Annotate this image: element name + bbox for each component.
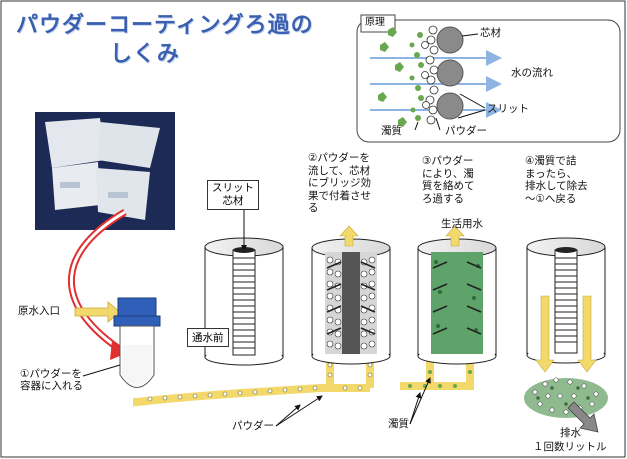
principle-impurity-label: 濁質 <box>381 125 402 137</box>
slit-core-box: スリット 芯材 <box>207 180 259 211</box>
slit-label: スリット <box>212 182 254 194</box>
powder-bags-photo <box>35 112 175 230</box>
principle-label-box <box>360 14 396 33</box>
cylinder-coated <box>311 238 391 365</box>
powder-flow-path <box>133 360 334 407</box>
cylinder-filtering <box>417 238 497 365</box>
title-line-2: しくみ <box>110 42 180 67</box>
title-line-1: パウダーコーティングろ過の <box>16 13 314 38</box>
drain-arrow <box>567 401 599 433</box>
impurity-bottom-label: 濁質 <box>388 418 409 430</box>
principle-core-label: 芯材 <box>480 27 501 39</box>
principle-slit-label: スリット <box>487 103 529 115</box>
principle-label: 原理 <box>365 17 385 28</box>
raw-water-inlet-label: 原水入口 <box>18 305 60 317</box>
cylinder-before <box>204 237 284 366</box>
cylinder-drain <box>526 237 606 373</box>
powder-column <box>421 25 439 125</box>
core-circles <box>436 26 464 120</box>
drain-label: 排水 <box>560 427 581 439</box>
outflow-arrow-step2 <box>339 225 359 247</box>
step2-text: ②パウダーを 流して、芯材 にブリッジ効 果で付着させ る <box>308 152 371 215</box>
step3-text: ③パウダー により、濁 質を絡めて ろ過する <box>422 155 475 205</box>
principle-powder-label: パウダー <box>445 125 487 137</box>
drain-volume-label: １回数リットル <box>533 441 607 453</box>
outflow-arrow-step3 <box>445 225 465 247</box>
step1-text: ①パウダーを 容器に入れる <box>20 368 83 393</box>
principle-flow-label: 水の流れ <box>511 67 553 79</box>
label-pointers <box>82 207 431 427</box>
inlet-arrow <box>74 301 121 323</box>
powder-flow-dots <box>147 362 373 402</box>
principle-pointers <box>414 33 486 131</box>
before-water-label: 通水前 <box>187 328 229 347</box>
powder-bottom-label: パウダー <box>232 420 274 432</box>
step4-text: ④濁質で詰 まったら、 排水して除去 ～①へ戻る <box>525 155 588 205</box>
domestic-water-label: 生活用水 <box>441 218 483 230</box>
drained-mixture <box>524 377 608 418</box>
powder-container <box>113 297 161 388</box>
impurity-dots <box>378 27 424 127</box>
core-label: 芯材 <box>222 195 244 208</box>
